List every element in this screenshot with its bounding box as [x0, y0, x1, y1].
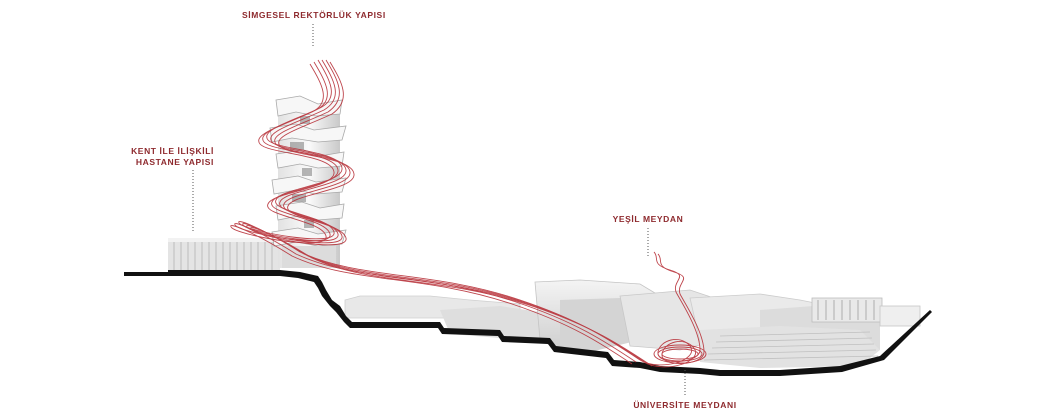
label-yesil: YEŞİL MEYDAN — [612, 214, 684, 224]
circulation-ribbon — [230, 59, 707, 368]
campus-terraces — [703, 331, 879, 361]
label-hastane-line2: HASTANE YAPISI — [135, 157, 214, 167]
ground-section — [124, 270, 932, 376]
leader-lines — [192, 24, 686, 396]
campus-blocks-far — [811, 297, 921, 327]
label-hastane-line1: KENT İLE İLİŞKİLİ — [131, 146, 214, 156]
hospital-block — [168, 238, 280, 272]
hospital-facade-ribs — [173, 241, 273, 272]
label-universite: ÜNİVERSİTE MEYDANI — [633, 400, 737, 410]
campus-massing — [344, 279, 921, 368]
label-rektorluk: SİMGESEL REKTÖRLÜK YAPISI — [242, 10, 386, 20]
